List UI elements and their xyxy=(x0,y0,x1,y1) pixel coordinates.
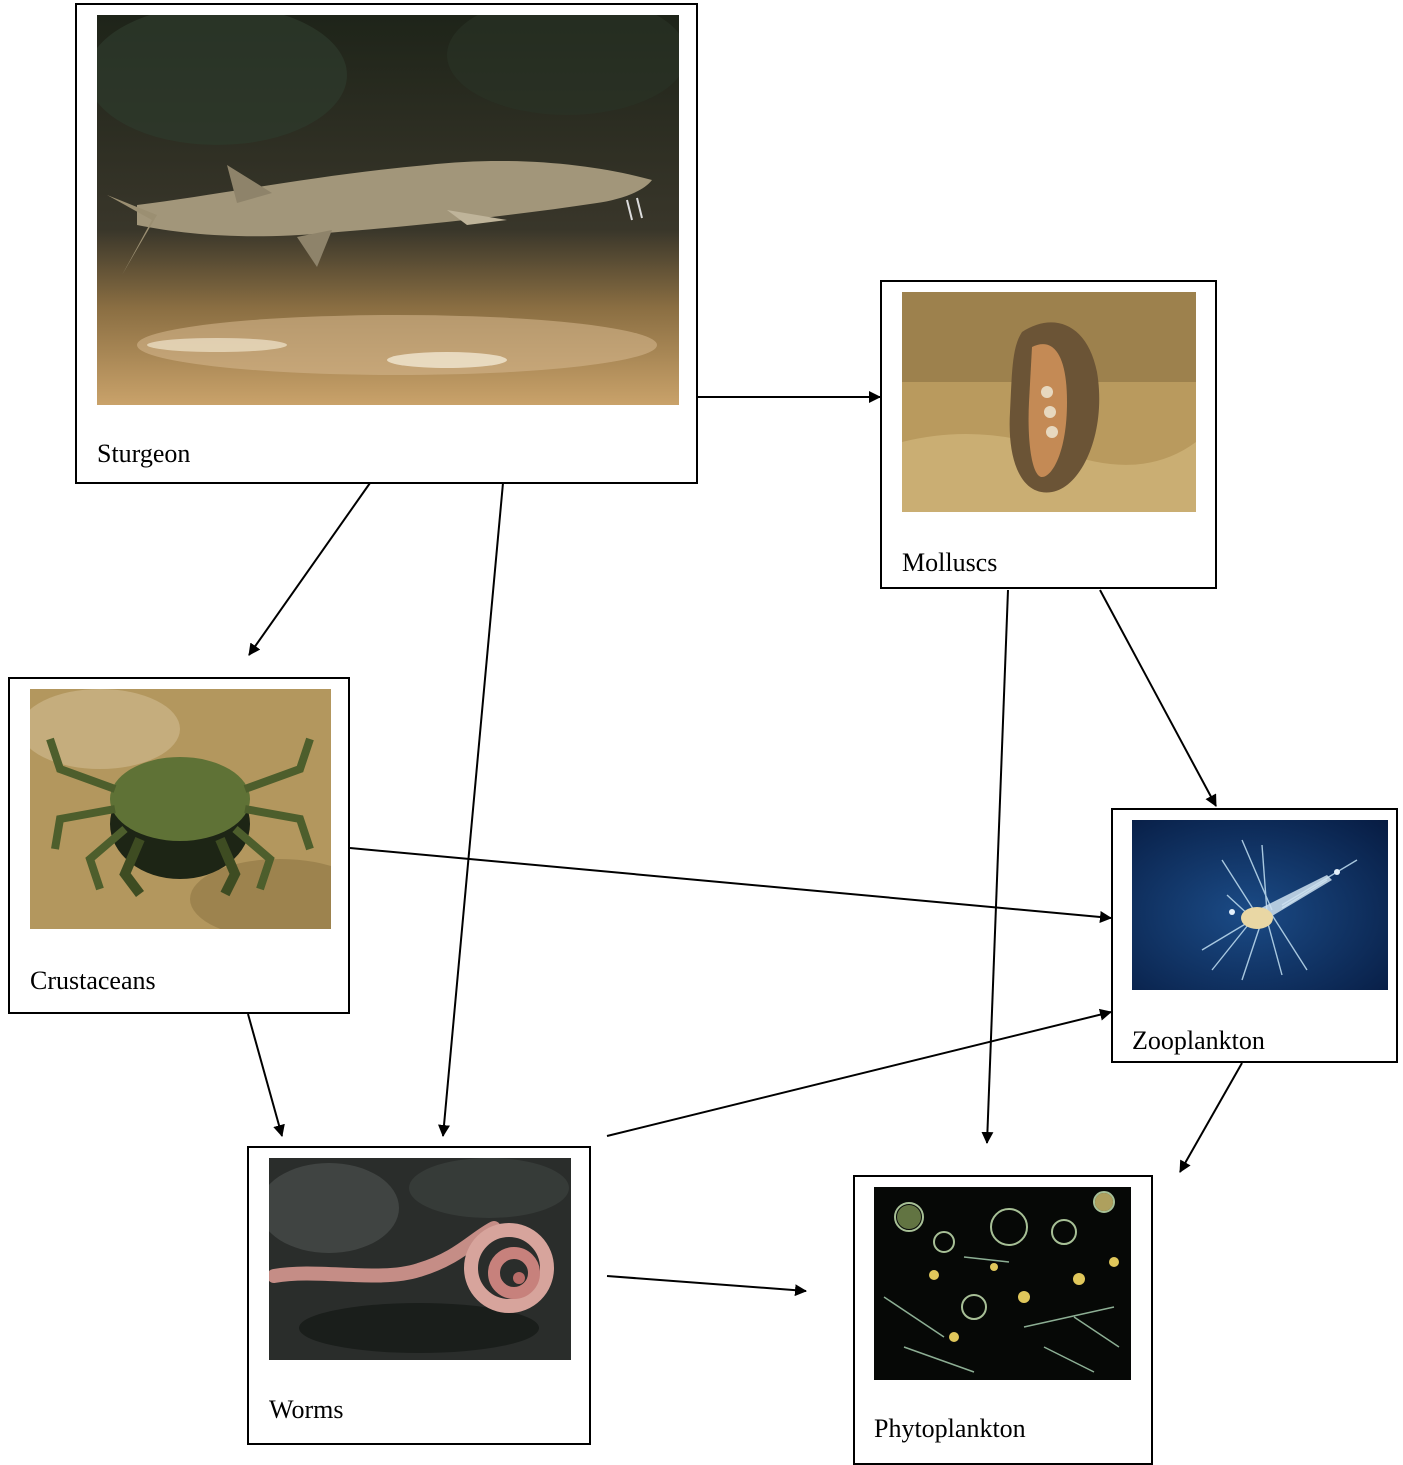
node-label: Molluscs xyxy=(902,550,997,576)
arrow-crustaceans-to-worms xyxy=(248,1014,282,1136)
node-molluscs: Molluscs xyxy=(880,280,1217,589)
arrow-worms-to-phytoplankton xyxy=(607,1276,806,1291)
node-zooplankton: Zooplankton xyxy=(1111,808,1398,1063)
zooplankton-photo xyxy=(1132,820,1388,990)
node-label: Zooplankton xyxy=(1132,1028,1265,1054)
arrow-molluscs-to-phytoplankton xyxy=(987,590,1008,1143)
arrow-worms-to-zooplankton xyxy=(607,1012,1111,1136)
arrow-molluscs-to-zooplankton xyxy=(1100,590,1216,806)
node-label: Sturgeon xyxy=(97,441,190,467)
node-label: Crustaceans xyxy=(30,968,156,994)
mollusc-photo xyxy=(902,292,1196,512)
node-crustaceans: Crustaceans xyxy=(8,677,350,1014)
node-label: Phytoplankton xyxy=(874,1416,1026,1442)
node-worms: Worms xyxy=(247,1146,591,1445)
phytoplankton-photo xyxy=(874,1187,1131,1380)
worm-photo xyxy=(269,1158,571,1360)
node-sturgeon: Sturgeon xyxy=(75,3,698,484)
sturgeon-photo xyxy=(97,15,679,405)
node-phytoplankton: Phytoplankton xyxy=(853,1175,1153,1465)
arrow-zooplankton-to-phytoplankton xyxy=(1180,1063,1242,1172)
crab-photo xyxy=(30,689,331,929)
node-label: Worms xyxy=(269,1397,343,1423)
arrow-sturgeon-to-crustaceans xyxy=(249,483,370,655)
arrow-crustaceans-to-zooplankton xyxy=(350,848,1111,918)
arrow-sturgeon-to-worms xyxy=(443,483,503,1136)
